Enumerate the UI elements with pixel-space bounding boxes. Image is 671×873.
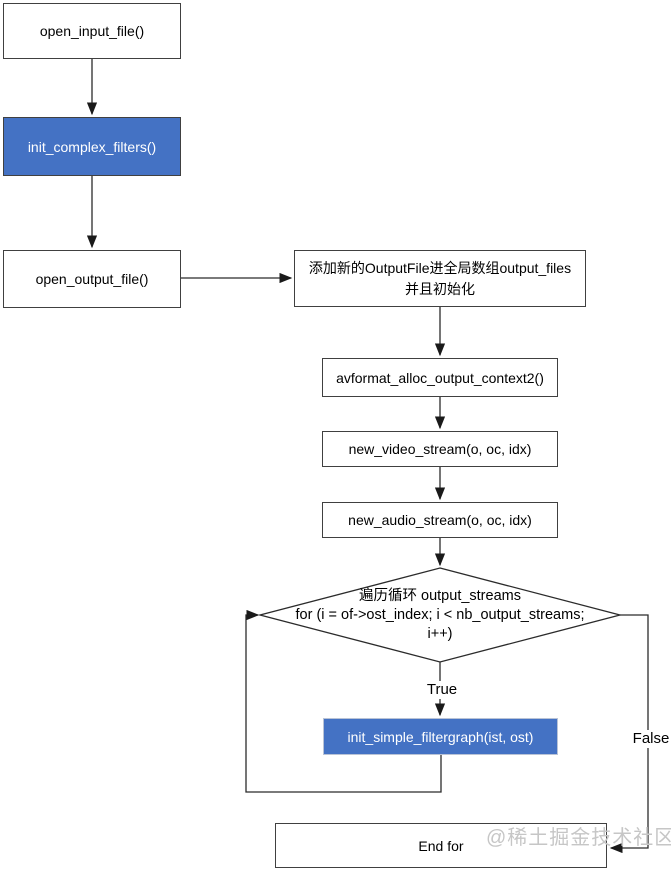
true-label-text: True xyxy=(426,681,458,698)
node-label: open_output_file() xyxy=(35,271,149,287)
node-init-complex-filters: init_complex_filters() xyxy=(3,117,181,176)
node-new-video-stream: new_video_stream(o, oc, idx) xyxy=(322,431,558,467)
node-open-output-file: open_output_file() xyxy=(3,250,181,308)
node-label: avformat_alloc_output_context2() xyxy=(336,369,544,386)
node-add-outputfile: 添加新的OutputFile进全局数组output_files 并且初始化 xyxy=(294,250,586,307)
node-label: new_video_stream(o, oc, idx) xyxy=(348,441,532,457)
decision-output-streams-loop: 遍历循环 output_streams for (i = of->ost_ind… xyxy=(280,585,600,645)
node-label: init_complex_filters() xyxy=(27,138,157,155)
node-label: End for xyxy=(418,837,464,854)
edge-loopback-to-decision xyxy=(245,609,442,793)
node-open-input-file: open_input_file() xyxy=(3,3,181,59)
node-label-line1: 添加新的OutputFile进全局数组output_files xyxy=(308,259,572,276)
decision-label-line1: 遍历循环 output_streams xyxy=(359,587,521,604)
node-label-line2: 并且初始化 xyxy=(405,280,475,297)
juejin-watermark: @稀土掘金技术社区 xyxy=(486,827,671,849)
node-label: new_audio_stream(o, oc, idx) xyxy=(348,512,532,528)
node-label: init_simple_filtergraph(ist, ost) xyxy=(347,728,534,745)
node-label: open_input_file() xyxy=(39,23,145,39)
decision-diamond-shape xyxy=(257,567,623,663)
node-end-for: End for xyxy=(275,823,607,868)
node-init-simple-filtergraph: init_simple_filtergraph(ist, ost) xyxy=(323,718,558,755)
decision-label-line2: for (i = of->ost_index; i < nb_output_st… xyxy=(295,606,585,623)
edge-label-true: True xyxy=(416,681,468,699)
edge-label-false: False xyxy=(626,730,671,748)
decision-label-line3: i++) xyxy=(427,625,453,642)
false-label-text: False xyxy=(632,730,670,747)
node-avformat-alloc-output-context2: avformat_alloc_output_context2() xyxy=(322,358,558,397)
node-new-audio-stream: new_audio_stream(o, oc, idx) xyxy=(322,502,558,538)
